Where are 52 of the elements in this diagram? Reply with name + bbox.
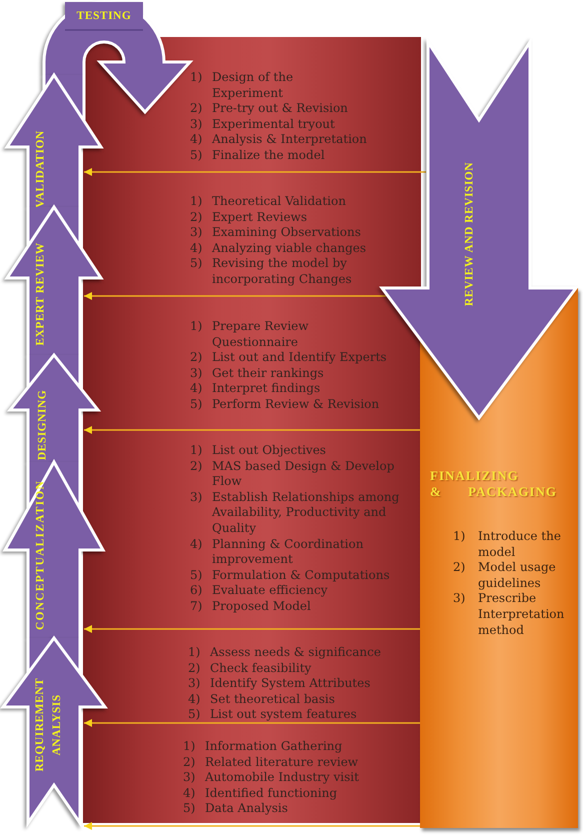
task-list-band xyxy=(83,172,421,296)
arrow-line xyxy=(84,822,420,830)
list-item: 2) Related literature review xyxy=(183,754,360,770)
arrow-line xyxy=(84,719,420,727)
list-item: 5) List out system features xyxy=(188,707,358,723)
list-item: 1) Prepare Review Questionnaire xyxy=(190,319,310,350)
list-item: 5) Perform Review & Revision xyxy=(190,396,380,413)
stage-label: TESTING xyxy=(76,9,132,23)
task-list-band xyxy=(83,723,421,823)
arrow-line xyxy=(84,426,420,434)
list-item: 3) Establish Relationships among Availability, Productivity and Quality xyxy=(190,490,400,537)
list-item: 3) Get their rankings xyxy=(190,366,325,382)
task-list-band xyxy=(83,296,421,430)
list-item: 4) Analyzing viable changes xyxy=(190,240,368,256)
list-item: 4) Planning & Coordination improvement xyxy=(190,536,364,568)
list-item: 1) Design of the Experiment xyxy=(190,70,294,102)
arrow-line xyxy=(84,168,426,176)
list-item: 4) Analysis & Interpretation xyxy=(190,132,368,148)
list-item: 2) MAS based Design & Develop Flow xyxy=(190,458,396,490)
list-item: 3) Identify System Attributes xyxy=(188,676,372,692)
list-item: 1) Introduce the model xyxy=(453,529,562,560)
list-item: 3) Examining Observations xyxy=(190,225,362,241)
task-list-band xyxy=(83,629,421,723)
list-item: 5) Data Analysis xyxy=(183,801,289,817)
stage-label: DESIGNING xyxy=(36,390,50,460)
list-item: 2) Model usage guidelines xyxy=(453,560,557,592)
task-list-band xyxy=(83,430,421,629)
list-item: 1) Assess needs & significance xyxy=(188,645,382,661)
stage-label: CONCEPTUALIZATION xyxy=(34,480,48,630)
list-item: 4) Identified functioning xyxy=(183,786,338,802)
list-item: 4) Interpret findings xyxy=(190,381,322,397)
list-item: 3) Prescribe Interpretation method xyxy=(453,591,566,638)
list-item: 6) Evaluate efficiency xyxy=(190,583,329,599)
list-item: 2) Pre-try out & Revision xyxy=(190,101,349,117)
list-item: 7) Proposed Model xyxy=(190,598,312,615)
list-item: 3) Automobile Industry visit xyxy=(183,770,360,786)
list-item: 1) Information Gathering xyxy=(183,739,344,755)
list-item: 5) Formulation & Computations xyxy=(190,568,391,584)
list-item: 2) List out and Identify Experts xyxy=(190,350,388,366)
list-item: 1) List out Objectives xyxy=(190,443,327,459)
list-item: 4) Set theoretical basis xyxy=(188,692,336,708)
list-item: 5) Finalize the model xyxy=(190,148,326,164)
list-item: 1) Theoretical Validation xyxy=(190,194,347,210)
list-item: 5) Revising the model by incorporating Changes xyxy=(190,256,353,288)
arrow-line xyxy=(84,292,386,300)
arrow-line xyxy=(84,625,420,633)
stage-label: VALIDATION xyxy=(34,130,48,208)
list-item: 3) Experimental tryout xyxy=(190,116,336,132)
list-item: 2) Expert Reviews xyxy=(190,210,308,226)
stage-label: EXPERT REVIEW xyxy=(34,242,48,346)
list-item: 2) Check feasibility xyxy=(188,660,312,676)
panel-title: FINALIZING & PACKAGING xyxy=(430,468,557,500)
